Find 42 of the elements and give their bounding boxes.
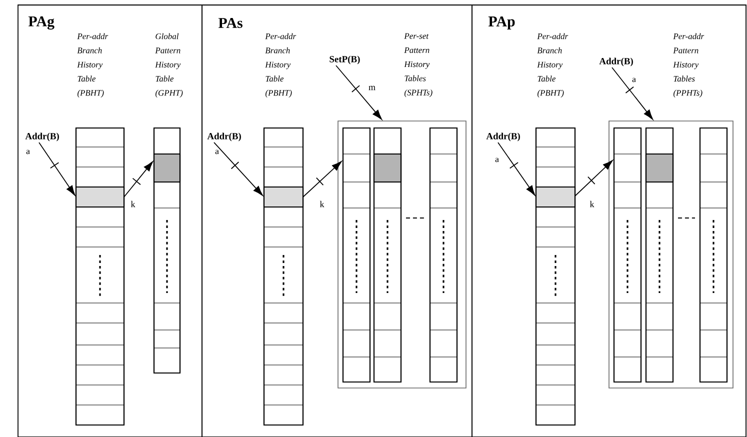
- table-heading: Per-addr Branch History Table (PBHT): [265, 33, 296, 98]
- table-heading: Global Pattern History Table (GPHT): [155, 33, 183, 98]
- arrow: [612, 67, 654, 120]
- arrow: [124, 161, 154, 198]
- edge-label: m: [368, 86, 376, 90]
- arrow: [498, 142, 536, 196]
- table-column: [645, 127, 674, 383]
- input-label: Addr(B): [25, 132, 59, 142]
- table-column: [373, 127, 402, 383]
- table-heading: Per-set Pattern History Tables (SPHTs): [404, 33, 432, 98]
- arrow: [214, 142, 263, 196]
- highlighted-entry: [535, 186, 576, 208]
- table-heading: Per-addr Branch History Table (PBHT): [537, 33, 568, 98]
- arrow: [38, 142, 76, 196]
- panel-title: PAg: [28, 16, 54, 30]
- input-label: SetP(B): [330, 56, 360, 64]
- edge-label: a: [495, 158, 499, 162]
- edge-label: k: [590, 200, 594, 208]
- edge-label: a: [632, 78, 636, 82]
- panel-title: PAp: [488, 16, 515, 30]
- arrow: [302, 161, 342, 198]
- table-column: [342, 127, 371, 383]
- input-label: Addr(B): [599, 58, 633, 66]
- highlighted-entry: [645, 153, 674, 183]
- input-label: Addr(B): [486, 132, 520, 142]
- input-label: Addr(B): [207, 132, 241, 142]
- edge-label: a: [215, 150, 219, 154]
- arrow: [574, 160, 613, 196]
- table-column: [699, 127, 728, 383]
- table-heading: Per-addr Pattern History Tables (PPHTs): [673, 33, 704, 98]
- table-column: [613, 127, 642, 383]
- table-heading: Per-addr Branch History Table (PBHT): [77, 33, 108, 98]
- highlighted-entry: [153, 153, 181, 183]
- edge-label: a: [26, 150, 30, 154]
- highlighted-entry: [373, 153, 402, 183]
- arrow: [336, 65, 382, 120]
- edge-label: k: [320, 200, 324, 208]
- edge-label: k: [130, 200, 136, 208]
- highlighted-entry: [263, 186, 304, 208]
- highlighted-entry: [75, 186, 125, 208]
- panel-title: PAs: [218, 18, 242, 28]
- table-column: [429, 127, 458, 383]
